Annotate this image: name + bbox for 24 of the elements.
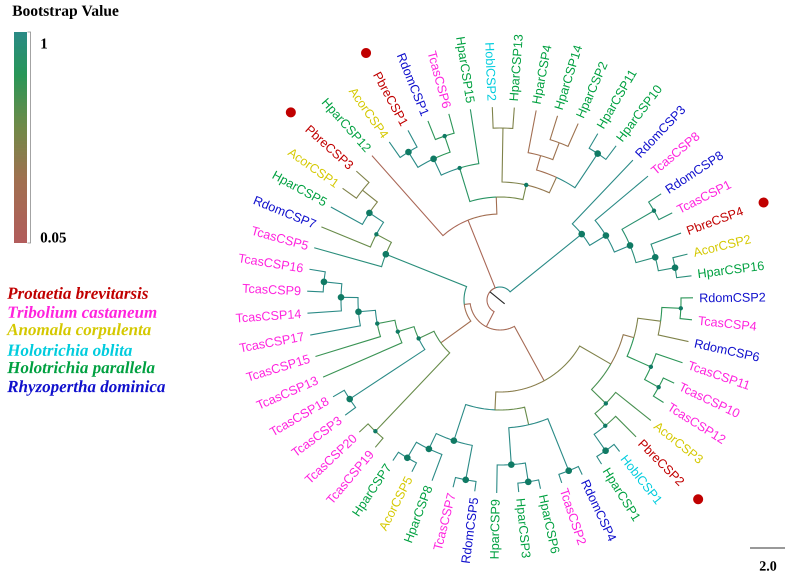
leaf-label: HparCSP4 [532,46,552,104]
leaf-label: TcasCSP9 [242,284,300,296]
colorbar-title: Bootstrap Value [12,4,118,20]
leaf-label: TcasCSP4 [698,316,756,331]
tick-label: 0.05 [40,232,66,243]
legend-entry: Protaetia brevitarsis [7,287,148,299]
leaf-label: HparCSP16 [698,261,764,280]
leaf-label: HparCSP13 [509,34,523,101]
leaf-label: RdomCSP2 [700,292,766,302]
leaf-label: TcasCSP17 [238,332,303,352]
scale-label: 2.0 [760,561,776,571]
leaf-label: HparCSP15 [454,36,475,103]
leaf-label: RdomCSP5 [461,498,478,564]
leaf-label: TcasCSP16 [239,254,303,272]
legend-entry: Rhyzopertha dominica [7,380,166,396]
leaf-label: HparCSP9 [490,500,502,558]
leaf-label: HparCSP3 [514,498,530,558]
legend-entry: Tribolium castaneum [8,306,156,318]
leaf-label: HoblCSP2 [485,43,496,100]
leaf-label: TcasCSP14 [236,309,302,322]
legend-entry: Anomala corpulenta [6,323,151,339]
legend-entry: Holotrichia oblita [7,344,132,356]
legend-entry: Holotrichia parallela [7,361,155,377]
tick-label: 1 [41,38,47,48]
